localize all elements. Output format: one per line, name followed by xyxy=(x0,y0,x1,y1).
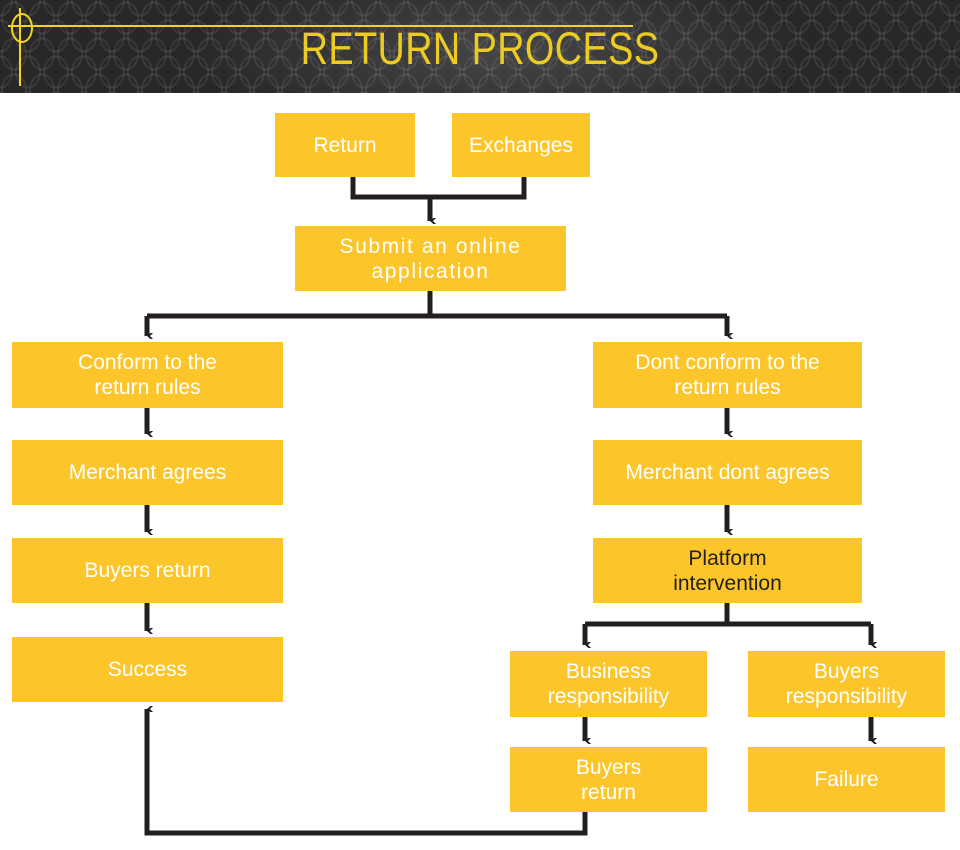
header-sheen-overlay xyxy=(0,0,960,93)
node-merchant-dont-agrees[interactable]: Merchant dont agrees xyxy=(593,440,862,505)
flowchart-canvas: Return Exchanges Submit an online applic… xyxy=(0,93,960,850)
node-buyers-return[interactable]: Buyers return xyxy=(12,538,283,603)
flowchart-connectors xyxy=(144,177,878,836)
header-crosshair-ring-icon xyxy=(11,13,33,43)
node-merchant-agrees[interactable]: Merchant agrees xyxy=(12,440,283,505)
node-success[interactable]: Success xyxy=(12,637,283,702)
header-vertical-rule xyxy=(19,8,21,86)
page-header: RETURN PROCESS xyxy=(0,0,960,93)
header-lattice-pattern xyxy=(0,0,960,93)
node-return[interactable]: Return xyxy=(275,113,415,177)
node-submit-online-application[interactable]: Submit an online application xyxy=(295,226,566,291)
node-failure[interactable]: Failure xyxy=(748,747,945,812)
page-title: RETURN PROCESS xyxy=(300,23,660,74)
header-horizontal-rule xyxy=(8,25,633,27)
node-exchanges[interactable]: Exchanges xyxy=(452,113,590,177)
